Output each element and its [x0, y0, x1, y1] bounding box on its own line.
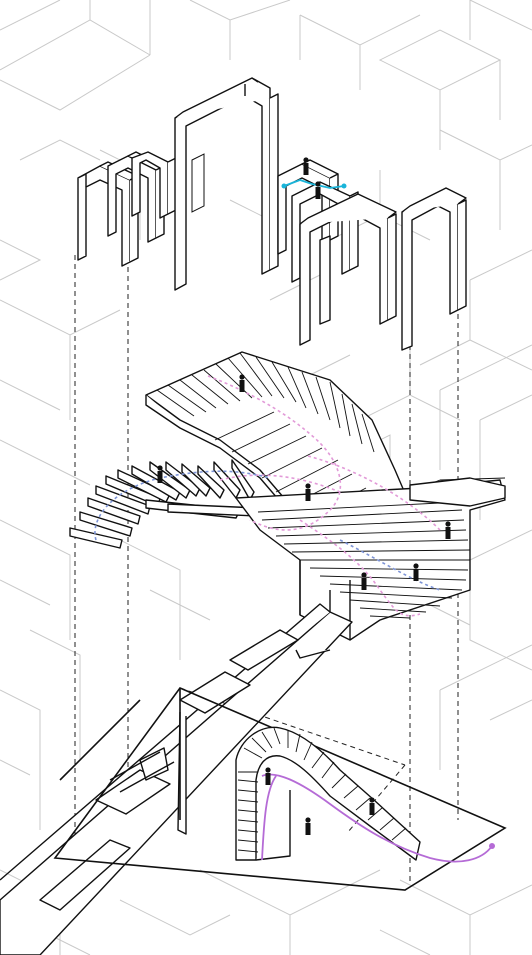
person-figure-ground-1: [265, 767, 271, 785]
person-figure-top-1: [303, 157, 309, 175]
lower-stair-mass: [235, 477, 506, 641]
person-figure-deck-3: [305, 483, 311, 501]
left-spiral-treads: [69, 459, 259, 549]
person-figure-top-2: [315, 181, 321, 199]
arched-stair: [235, 726, 421, 861]
person-figure-deck-6: [413, 563, 419, 581]
person-figure-deck-2: [157, 465, 163, 483]
ground-circulation-path: [261, 773, 493, 863]
person-figure-ground-2: [305, 817, 311, 835]
ground-plane: [53, 687, 507, 891]
frame-mid-3: [299, 193, 397, 346]
person-figure-deck-4: [445, 521, 451, 539]
frame-left-3: [131, 151, 177, 219]
ground-layer: [53, 687, 507, 891]
upper-circulation-path: [207, 375, 441, 617]
stair-deck-layer: [69, 351, 506, 641]
frame-left-2: [107, 151, 165, 243]
top-walkway-path: [283, 179, 345, 189]
person-figure-deck-1: [239, 374, 245, 392]
frame-tall-center: [174, 77, 279, 291]
person-figure-ground-3: [369, 797, 375, 815]
frame-right-tall: [401, 187, 467, 351]
portal-frames-layer: [77, 77, 467, 351]
diagonal-walkway: [0, 603, 353, 955]
person-figure-deck-5: [361, 572, 367, 590]
